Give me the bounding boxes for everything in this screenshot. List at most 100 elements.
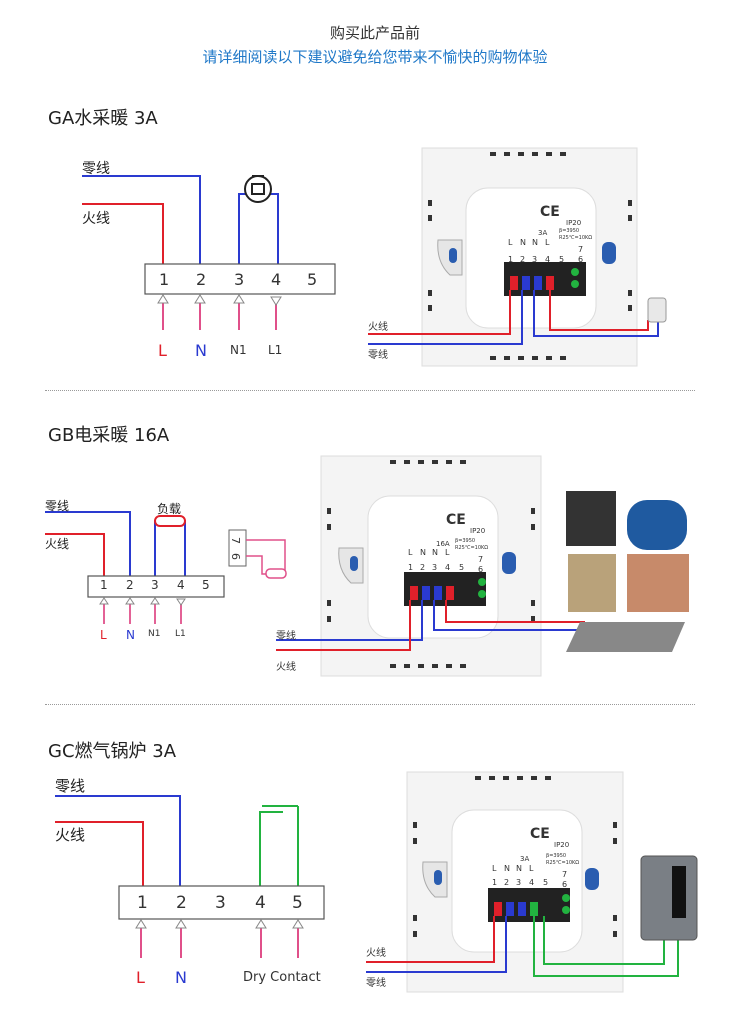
device-terminal-number: 5 <box>459 563 465 572</box>
device-extra-number: 6 <box>578 255 584 264</box>
device-terminal-letter: N <box>432 548 438 557</box>
device-terminal-letter: L <box>445 548 450 557</box>
terminal-number: 2 <box>176 893 187 913</box>
device-terminal-letter: N <box>520 238 526 247</box>
device-rating: 3A <box>520 855 530 863</box>
live-label: 火线 <box>55 826 86 844</box>
ip-rating: IP20 <box>470 527 486 535</box>
device-terminal-number: 2 <box>504 878 510 887</box>
side-terminal-number: 6 <box>229 553 242 560</box>
section-title-gb: GB电采暖 16A <box>48 425 170 446</box>
device-terminal-number: 3 <box>532 255 538 264</box>
neutral-wire <box>82 175 201 266</box>
terminal-number: 5 <box>202 578 210 592</box>
device-live-label: 火线 <box>366 948 386 959</box>
sensor-icon <box>265 568 287 579</box>
neutral-label: 零线 <box>55 777 86 795</box>
terminal-number: 1 <box>137 893 148 913</box>
device-terminal-letter: L <box>545 238 550 247</box>
spec-beta: β=3950 <box>546 853 567 859</box>
terminal-label-n: N <box>175 968 187 987</box>
device-terminal-letter: L <box>408 548 413 557</box>
gb-schematic <box>45 511 287 624</box>
terminal-block <box>144 263 336 295</box>
spec-r25: R25℃=10KΩ <box>455 545 489 551</box>
valve-wire <box>238 193 279 266</box>
valve-actuator-icon <box>244 175 272 203</box>
live-label: 火线 <box>82 211 110 227</box>
neutral-label: 零线 <box>82 161 110 177</box>
terminal-label-n1: N1 <box>230 343 247 357</box>
spec-beta: β=3950 <box>559 228 580 234</box>
terminal-number: 4 <box>177 578 185 592</box>
terminal-number: 2 <box>126 578 134 592</box>
device-neutral-label: 零线 <box>368 350 388 361</box>
terminal-label-l1: L1 <box>268 343 283 357</box>
device-extra-number: 6 <box>562 880 568 889</box>
side-terminal-block <box>228 529 247 567</box>
device-terminal-letter: N <box>516 864 522 873</box>
ce-mark: CE <box>540 204 560 220</box>
device-terminal-letter: L <box>492 864 497 873</box>
device-terminal-letter: N <box>504 864 510 873</box>
device-neutral-label: 零线 <box>276 631 296 642</box>
device-terminal-number: 3 <box>432 563 438 572</box>
gb-device-photo <box>276 455 585 677</box>
device-terminal-number: 3 <box>516 878 522 887</box>
terminal-label-l: L <box>136 968 145 987</box>
terminal-number: 3 <box>151 578 159 592</box>
section-title-ga: GA水采暖 3A <box>48 108 158 129</box>
header-line-1: 购买此产品前 <box>329 24 420 42</box>
device-terminal-number: 5 <box>543 878 549 887</box>
ga-schematic <box>82 175 336 330</box>
terminal-number: 4 <box>271 270 282 289</box>
header-line-2: 请详细阅读以下建议避免给您带来不愉快的购物体验 <box>202 48 548 66</box>
gc-schematic <box>55 795 325 958</box>
spec-beta: β=3950 <box>455 538 476 544</box>
terminal-label-l1: L1 <box>175 629 186 639</box>
terminal-block <box>87 575 225 598</box>
ce-mark: CE <box>446 512 466 528</box>
device-terminal-number: 4 <box>529 878 535 887</box>
device-terminal-letter: N <box>532 238 538 247</box>
device-terminal-number: 5 <box>559 255 565 264</box>
terminal-block <box>118 885 325 920</box>
device-live-label: 火线 <box>276 662 296 673</box>
terminal-label-l: L <box>158 341 167 360</box>
device-terminal-number: 1 <box>408 563 414 572</box>
terminal-number: 2 <box>196 270 207 289</box>
dry-contact-label: Dry Contact <box>243 970 321 985</box>
live-label: 火线 <box>45 537 70 551</box>
boiler-icon <box>640 855 698 941</box>
device-extra-number: 7 <box>562 870 568 879</box>
terminal-number: 5 <box>307 270 318 289</box>
device-terminal-number: 2 <box>420 563 426 572</box>
terminal-label-n: N <box>195 341 207 360</box>
terminal-label-l: L <box>100 628 107 642</box>
device-terminal-number: 4 <box>545 255 551 264</box>
terminal-number: 4 <box>255 893 266 913</box>
device-neutral-label: 零线 <box>366 978 386 989</box>
section-title-gc: GC燃气锅炉 3A <box>48 741 177 762</box>
device-terminal-letter: L <box>508 238 513 247</box>
device-extra-number: 7 <box>578 245 584 254</box>
device-extra-number: 7 <box>478 555 484 564</box>
device-terminal-number: 2 <box>520 255 526 264</box>
device-terminal-number: 4 <box>445 563 451 572</box>
live-wire <box>82 203 164 266</box>
side-terminal-number: 7 <box>229 537 242 544</box>
terminal-label-n: N <box>126 628 135 642</box>
spec-r25: R25℃=10KΩ <box>546 860 580 866</box>
device-rating: 16A <box>436 540 450 548</box>
device-terminal-letter: N <box>420 548 426 557</box>
ce-mark: CE <box>530 826 550 842</box>
device-terminal-number: 1 <box>492 878 498 887</box>
heating-materials-photo <box>566 491 689 652</box>
gc-device-photo <box>366 771 698 993</box>
load-icon <box>154 515 186 527</box>
device-extra-number: 6 <box>478 565 484 574</box>
terminal-number: 1 <box>159 270 170 289</box>
load-label: 负载 <box>157 502 182 516</box>
terminal-number: 1 <box>100 578 108 592</box>
